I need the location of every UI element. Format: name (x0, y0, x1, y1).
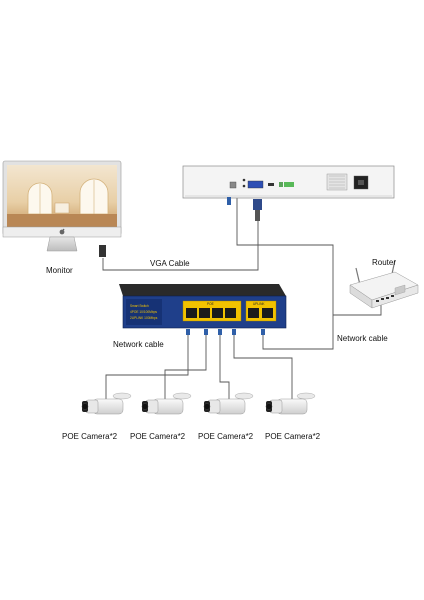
camera-label-1: POE Camera*2 (62, 432, 118, 441)
switch-spec-line-1: 4POE 10/100Mbps (130, 310, 157, 314)
cables (102, 197, 382, 407)
switch-poe-group-label: POE (207, 302, 214, 306)
camera-label-2: POE Camera*2 (130, 432, 186, 441)
network-cable-label-right: Network cable (337, 334, 388, 343)
camera-cable-2 (164, 331, 207, 407)
nvr-recorder-icon (182, 165, 395, 221)
switch-spec-line-2: 2UPLINK 100Mbps (130, 316, 158, 320)
camera-cable-3 (219, 331, 230, 407)
camera-cable-4 (233, 331, 293, 407)
camera-label-4: POE Camera*2 (265, 432, 321, 441)
monitor-label: Monitor (46, 266, 73, 275)
nvr-network-cable (236, 197, 334, 350)
poe-switch-icon: Smart Switch 4POE 10/100Mbps 2UPLINK 100… (119, 284, 287, 335)
camera-label-3: POE Camera*2 (198, 432, 254, 441)
switch-brand-text: Smart Switch (130, 304, 149, 308)
bullet-camera-icon (81, 392, 316, 415)
vga-cable (102, 221, 259, 271)
camera-cable-1 (105, 331, 189, 407)
monitor-icon (2, 160, 122, 257)
router-network-cable (333, 304, 382, 316)
router-label: Router (372, 258, 396, 267)
network-cable-label-left: Network cable (113, 340, 164, 349)
vga-cable-label: VGA Cable (150, 259, 190, 268)
apple-logo-icon (59, 228, 65, 235)
switch-uplink-group-label: UPLINK (253, 302, 265, 306)
router-icon (349, 259, 419, 309)
